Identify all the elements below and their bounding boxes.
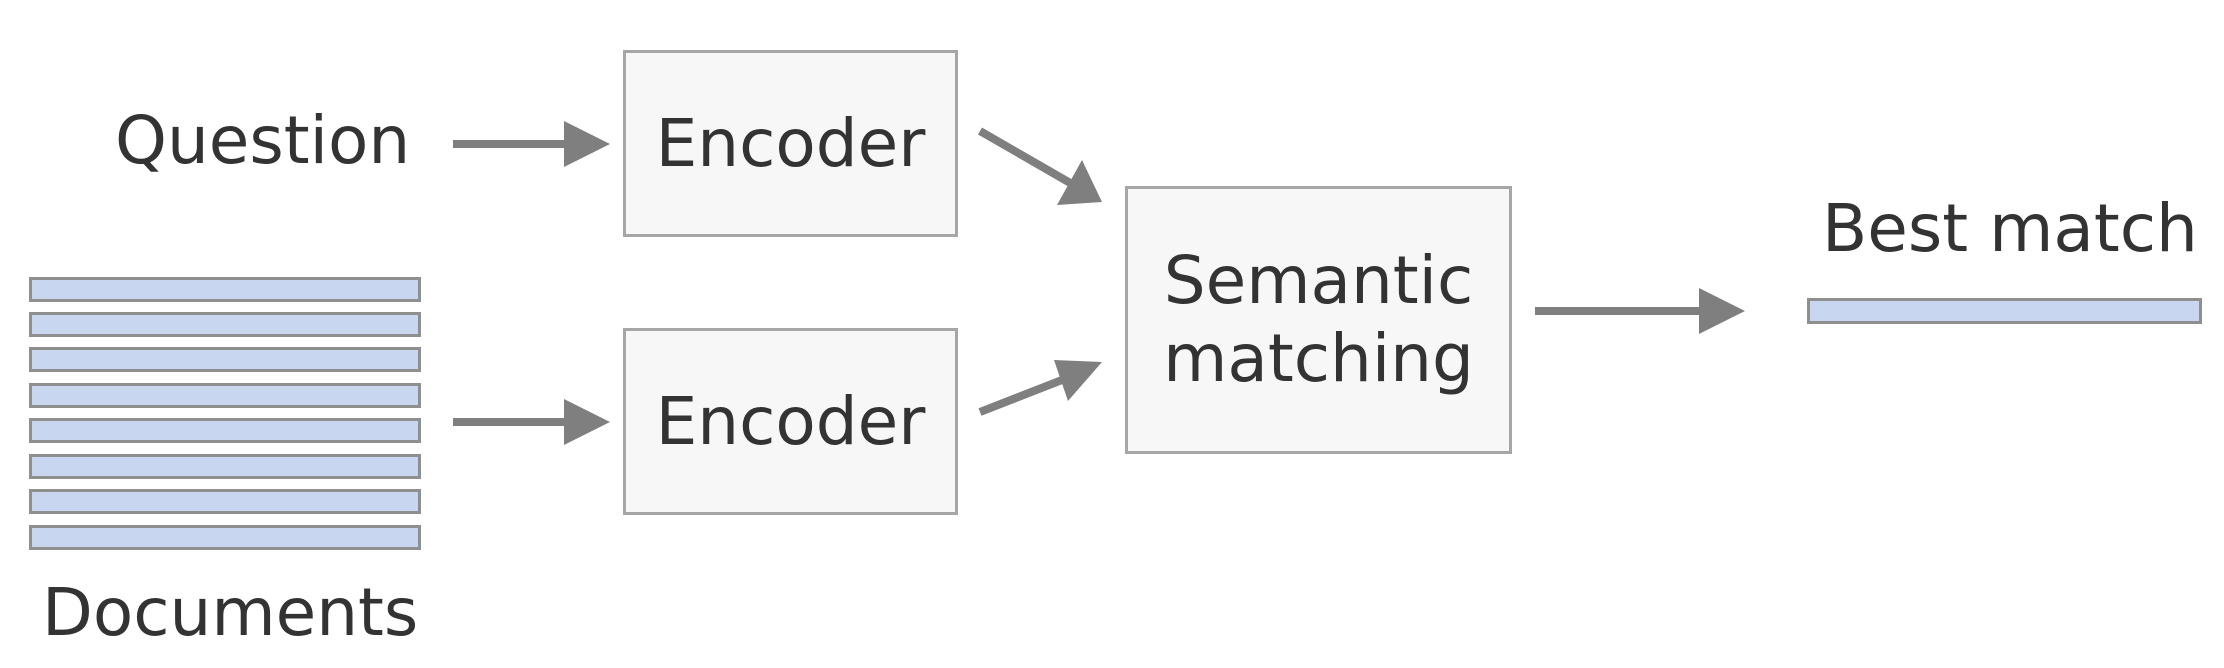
arrow-documents-to-encoder xyxy=(453,399,610,445)
question-label: Question xyxy=(115,102,411,179)
documents-label: Documents xyxy=(42,574,419,651)
encoder-box-bottom: Encoder xyxy=(623,328,958,515)
best-match-label: Best match xyxy=(1822,190,2198,267)
semantic-matching-line2: matching xyxy=(1163,320,1474,397)
document-bar xyxy=(29,312,421,337)
document-bar xyxy=(29,383,421,408)
document-bar xyxy=(29,525,421,550)
document-bar xyxy=(29,277,421,302)
encoder-box-top: Encoder xyxy=(623,50,958,237)
arrow-question-to-encoder xyxy=(453,121,610,167)
arrow-semantic-to-best-match xyxy=(1535,288,1745,334)
encoder-bottom-label: Encoder xyxy=(655,382,926,460)
semantic-matching-line1: Semantic xyxy=(1163,242,1474,320)
arrow-encoder-top-to-semantic xyxy=(978,127,1102,205)
encoder-top-label: Encoder xyxy=(655,104,926,182)
best-match-bar xyxy=(1807,298,2202,324)
document-bar xyxy=(29,489,421,514)
document-bar xyxy=(29,418,421,443)
document-bar xyxy=(29,347,421,372)
arrow-encoder-bottom-to-semantic xyxy=(978,360,1102,416)
semantic-matching-box: Semantic matching xyxy=(1125,186,1512,454)
document-bar xyxy=(29,454,421,479)
